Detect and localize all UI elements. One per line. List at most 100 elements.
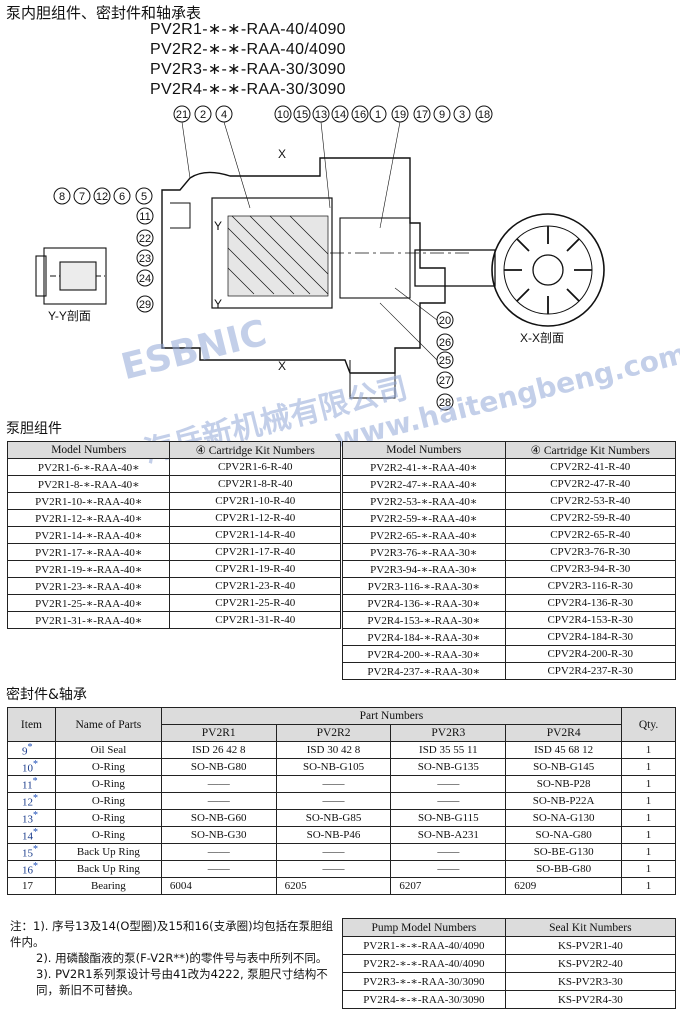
col-header: Seal Kit Numbers (504, 918, 677, 937)
note-line: 2). 用磷酸酯液的泵(F-V2R**)的零件号与表中所列不同。 (36, 951, 328, 965)
table-row: PV2R1-23-∗-RAA-40∗CPV2R1-23-R-40 (6, 577, 341, 595)
kit-cell: CPV2R1-23-R-40 (169, 577, 341, 595)
item-cell: 14* (7, 826, 56, 844)
item-cell: 12* (7, 792, 56, 810)
part-name-cell: O-Ring (54, 826, 162, 844)
xx-section-label: X-X剖面 (520, 331, 564, 345)
kit-cell: CPV2R1-8-R-40 (169, 475, 341, 493)
kit-cell: CPV2R4-153-R-30 (504, 611, 676, 629)
part-number-cell: 6205 (275, 877, 392, 895)
part-number-cell: SO-NB-G60 (160, 809, 277, 827)
kit-cell: CPV2R1-12-R-40 (169, 509, 341, 527)
kit-cell: CPV2R1-14-R-40 (169, 526, 341, 544)
table-row: PV2R3-94-∗-RAA-30∗CPV2R3-94-R-30 (342, 560, 676, 578)
callout: 14 (334, 109, 346, 121)
model-cell: PV2R1-31-∗-RAA-40∗ (6, 611, 171, 629)
kit-cell: KS-PV2R4-30 (504, 990, 677, 1009)
part-name-cell: O-Ring (54, 758, 162, 776)
qty-cell: 1 (621, 843, 676, 861)
col-header: PV2R1 (160, 724, 277, 742)
part-number-cell: SO-NA-G130 (505, 809, 623, 827)
part-number-cell: —— (160, 860, 277, 878)
table-row: PV2R2-41-∗-RAA-40∗CPV2R2-41-R-40 (342, 458, 676, 476)
seal-section-title: 密封件&轴承 (6, 687, 87, 703)
notes: 注：1). 序号13及14(O型圈)及15和16(支承圈)均包括在泵胆组件内。 … (10, 918, 335, 998)
callout: 15 (296, 109, 308, 121)
model-cell: PV2R3-∗-∗-RAA-30/3090 (342, 972, 506, 991)
item-number: 16 (22, 864, 33, 877)
col-header: PV2R3 (390, 724, 507, 742)
table-row: PV2R4-136-∗-RAA-30∗CPV2R4-136-R-30 (342, 594, 676, 612)
part-number-cell: —— (390, 775, 507, 793)
section-mark: Y (214, 219, 222, 233)
table-row: PV2R1-6-∗-RAA-40∗CPV2R1-6-R-40 (6, 458, 341, 476)
callout: 8 (59, 191, 65, 203)
item-number: 12 (22, 796, 33, 809)
model-cell: PV2R2-47-∗-RAA-40∗ (342, 475, 506, 493)
kit-cell: CPV2R1-17-R-40 (169, 543, 341, 561)
model-cell: PV2R2-53-∗-RAA-40∗ (342, 492, 506, 510)
callout: 20 (439, 315, 451, 327)
part-number-cell: SO-NB-G30 (160, 826, 277, 844)
part-number-cell: SO-NB-G105 (275, 758, 392, 776)
callout: 4 (221, 109, 227, 121)
part-number-cell: —— (275, 843, 392, 861)
part-number-cell: ISD 30 42 8 (275, 741, 392, 759)
model-cell: PV2R1-19-∗-RAA-40∗ (6, 560, 171, 578)
model-cell: PV2R1-25-∗-RAA-40∗ (6, 594, 171, 612)
star-icon: * (33, 861, 38, 873)
part-number-cell: ISD 45 68 12 (505, 741, 623, 759)
table-row: PV2R4-237-∗-RAA-30∗CPV2R4-237-R-30 (342, 662, 676, 680)
item-cell: 15* (7, 843, 56, 861)
part-name-cell: Back Up Ring (54, 843, 162, 861)
col-header: Pump Model Numbers (342, 918, 506, 937)
section-mark: Y (214, 297, 222, 311)
kit-cell: CPV2R1-6-R-40 (169, 458, 341, 476)
callout: 21 (176, 109, 188, 121)
col-header: Qty. (621, 707, 676, 742)
table-row: PV2R4-153-∗-RAA-30∗CPV2R4-153-R-30 (342, 611, 676, 629)
kit-cell: KS-PV2R1-40 (504, 936, 677, 955)
part-number-cell: SO-NA-G80 (505, 826, 623, 844)
callout: 13 (315, 109, 327, 121)
model-cell: PV2R4-184-∗-RAA-30∗ (342, 628, 506, 646)
table-row: PV2R4-200-∗-RAA-30∗CPV2R4-200-R-30 (342, 645, 676, 663)
kit-cell: CPV2R1-19-R-40 (169, 560, 341, 578)
callout: 25 (439, 355, 451, 367)
model-cell: PV2R1-∗-∗-RAA-40/4090 (342, 936, 506, 955)
model-cell: PV2R1-14-∗-RAA-40∗ (6, 526, 171, 544)
part-name-cell: Oil Seal (54, 741, 162, 759)
callout: 16 (354, 109, 366, 121)
callout: 26 (439, 337, 451, 349)
model-line: PV2R1-∗-∗-RAA-40/4090 (150, 21, 346, 38)
table-row: PV2R2-65-∗-RAA-40∗CPV2R2-65-R-40 (342, 526, 676, 544)
item-number: 10 (22, 762, 33, 775)
kit-cell: CPV2R4-200-R-30 (504, 645, 676, 663)
yy-section-label: Y-Y剖面 (48, 309, 91, 323)
star-icon: * (33, 793, 38, 805)
callout: 24 (139, 273, 151, 285)
table-row: PV2R1-31-∗-RAA-40∗CPV2R1-31-R-40 (6, 611, 341, 629)
model-cell: PV2R3-116-∗-RAA-30∗ (342, 577, 506, 595)
part-number-cell: SO-NB-G135 (390, 758, 507, 776)
part-name-cell: Back Up Ring (54, 860, 162, 878)
kit-cell: CPV2R1-25-R-40 (169, 594, 341, 612)
table-row: PV2R1-19-∗-RAA-40∗CPV2R1-19-R-40 (6, 560, 341, 578)
model-cell: PV2R4-153-∗-RAA-30∗ (342, 611, 506, 629)
part-number-cell: 6207 (390, 877, 507, 895)
col-header: Item (7, 707, 56, 742)
part-number-cell: —— (390, 843, 507, 861)
callout: 22 (139, 233, 151, 245)
callout: 19 (394, 109, 406, 121)
col-header: Part Numbers (160, 707, 623, 725)
qty-cell: 1 (621, 809, 676, 827)
item-cell: 16* (7, 860, 56, 878)
callout: 3 (459, 109, 465, 121)
note-line: 3). PV2R1系列泵设计号由41改为4222, 泵胆尺寸结构不同，新旧不可替… (36, 967, 328, 997)
